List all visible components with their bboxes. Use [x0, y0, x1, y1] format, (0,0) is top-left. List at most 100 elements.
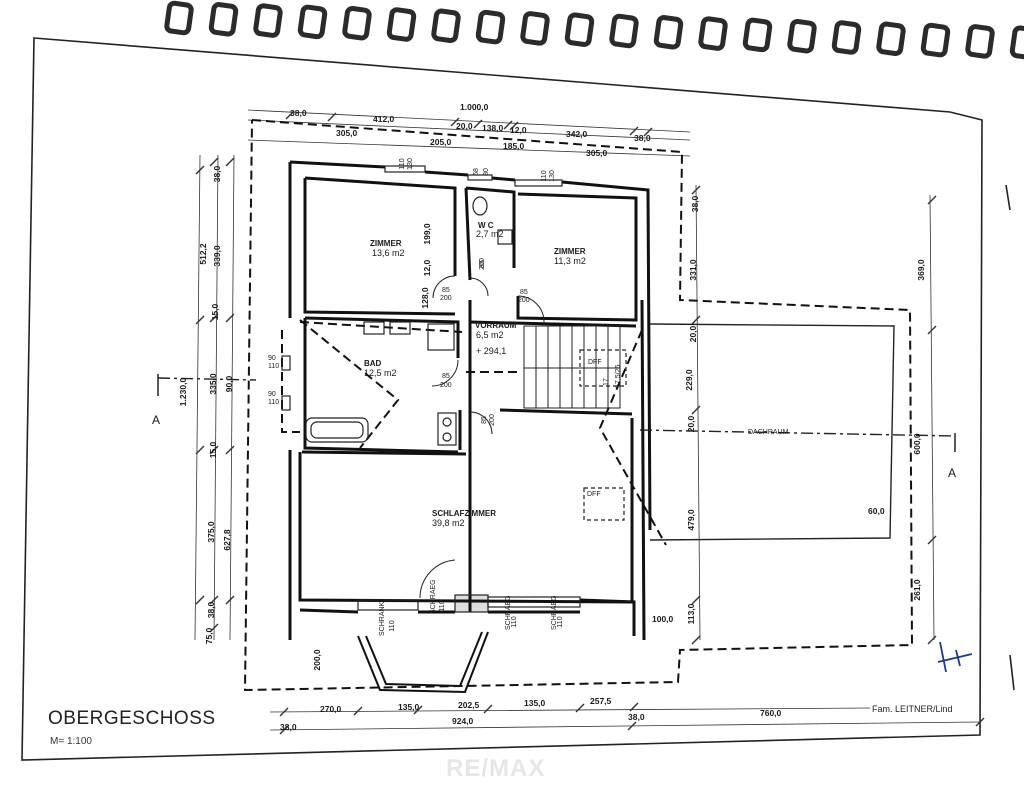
- dim-vertical: 80: [483, 168, 490, 176]
- dim-window: 110: [268, 399, 279, 406]
- spiral-binding: [164, 0, 1024, 60]
- dim-top: 12,0: [510, 125, 527, 135]
- dim-door: 200: [440, 295, 452, 302]
- schraeg-label: SCHRAEG: [505, 595, 512, 630]
- dim-vertical: 199,0: [422, 223, 432, 245]
- spiral-loop: [253, 3, 283, 38]
- level-mark: + 294,1: [476, 346, 506, 356]
- dimension-tick: [195, 315, 205, 325]
- spiral-loop: [297, 4, 328, 40]
- dim-vertical: 600,0: [912, 433, 922, 455]
- bay-window: [357, 631, 489, 694]
- section-marker-right: A: [948, 466, 956, 480]
- margin-marks: [1005, 184, 1015, 691]
- title-block: OBERGESCHOSS M= 1:100 Fam. LEITNER/Lind …: [48, 641, 973, 782]
- dim-vertical: 90,0: [224, 375, 234, 392]
- room-area: 13,6 m2: [372, 248, 405, 258]
- vertical-dimension-labels: 1.230,0512,2627,838,0339,015,090,0335,01…: [178, 158, 926, 671]
- spiral-loop: [564, 12, 595, 47]
- dimension-tick: [209, 623, 219, 633]
- room-name: DACHRAUM: [748, 429, 789, 436]
- dim-vertical: 128,0: [420, 287, 430, 309]
- room-name: VORRAUM: [475, 321, 517, 330]
- spiral-loop: [431, 8, 461, 44]
- dim-top-total: 1.000,0: [460, 102, 489, 112]
- dimension-tick: [450, 117, 460, 127]
- sheet-title: OBERGESCHOSS: [48, 708, 216, 729]
- dimension-tick: [927, 325, 937, 335]
- dim-window: 90: [268, 391, 276, 398]
- dim-vertical: 229,0: [684, 369, 694, 391]
- dim-vertical: 38,0: [206, 601, 216, 618]
- dim-vertical: 130: [549, 170, 556, 182]
- dimension-tick: [643, 127, 653, 137]
- walls: [288, 160, 652, 641]
- dim-top: 342,0: [566, 129, 588, 139]
- stair-rise-label: 17,5/25: [615, 365, 622, 388]
- dim-vertical: 261,0: [912, 579, 922, 601]
- section-lines: [157, 377, 956, 437]
- spiral-loop: [876, 21, 906, 57]
- dim-vertical: 339,0: [212, 245, 222, 267]
- dim-vertical: 335,0: [208, 373, 218, 395]
- dimension-tick: [629, 126, 639, 136]
- signature-mark: [937, 641, 973, 673]
- room-area: 11,3 m2: [554, 256, 586, 266]
- dim-vertical: 15,0: [210, 303, 220, 320]
- dimension-tick: [225, 313, 235, 323]
- dim-door: 85: [442, 373, 450, 380]
- spiral-loop: [831, 20, 862, 55]
- family-name: Fam. LEITNER/Lind: [872, 704, 953, 714]
- dimension-tick: [209, 445, 219, 455]
- dimension-tick: [509, 121, 519, 131]
- dim-window: 110: [268, 363, 279, 370]
- dimension-tick: [195, 165, 205, 175]
- dim-vertical: 38,0: [690, 195, 700, 212]
- dimension-tick: [691, 185, 701, 195]
- dimension-tick: [629, 702, 639, 712]
- room-name: BAD: [364, 359, 382, 368]
- dimension-tick: [627, 721, 637, 731]
- dimension-tick: [279, 725, 289, 735]
- dim-vertical: 331,0: [688, 259, 698, 281]
- dim-small: 100,0: [652, 614, 674, 624]
- sheet-scale: M= 1:100: [50, 736, 92, 747]
- watermark: RE/MAX: [446, 755, 545, 782]
- dim-door: 200: [440, 382, 452, 389]
- dim-top: 38,0: [290, 108, 307, 118]
- dim-bottom: 38,0: [280, 722, 297, 732]
- dim-vertical: 479,0: [686, 509, 696, 531]
- section-marker-left: A: [152, 413, 160, 427]
- staircase: [523, 325, 621, 409]
- spiral-loop: [164, 0, 194, 36]
- dimension-tick: [225, 445, 235, 455]
- dim-bottom: 760,0: [760, 708, 782, 718]
- dimension-tick: [353, 706, 363, 716]
- dim-vertical: 68: [473, 168, 480, 176]
- dff-label: DFF: [587, 491, 601, 498]
- dim-vertical: 85: [479, 260, 486, 268]
- dimension-tick: [209, 595, 219, 605]
- dim-bottom: 257,5: [590, 696, 612, 706]
- dim-vertical: 110: [557, 616, 564, 627]
- rotated-labels: 17 17,5/25 SCHRANK SCHRAEG SCHRAEG SCHRA…: [379, 365, 622, 636]
- dimension-tick: [327, 112, 337, 122]
- section-letters: A A: [152, 413, 956, 480]
- dimension-tick: [285, 110, 295, 120]
- dim-vertical: 75,0: [204, 627, 214, 644]
- dim-vertical: 110: [511, 616, 518, 627]
- room-name: ZIMMER: [370, 239, 402, 248]
- dim-window: 90: [268, 355, 276, 362]
- dimension-tick: [209, 313, 219, 323]
- dim-vertical: 20,0: [686, 415, 696, 432]
- window-symbols: [281, 165, 581, 613]
- dimension-tick: [195, 595, 205, 605]
- dim-top: 205,0: [430, 137, 452, 147]
- dim-vertical: 12,0: [422, 259, 432, 276]
- dim-vertical: 20,0: [688, 325, 698, 342]
- dimension-tick: [691, 315, 701, 325]
- spiral-loop: [653, 15, 684, 50]
- schraeg-label: SCHRAEG: [551, 595, 558, 630]
- dimension-tick: [691, 405, 701, 415]
